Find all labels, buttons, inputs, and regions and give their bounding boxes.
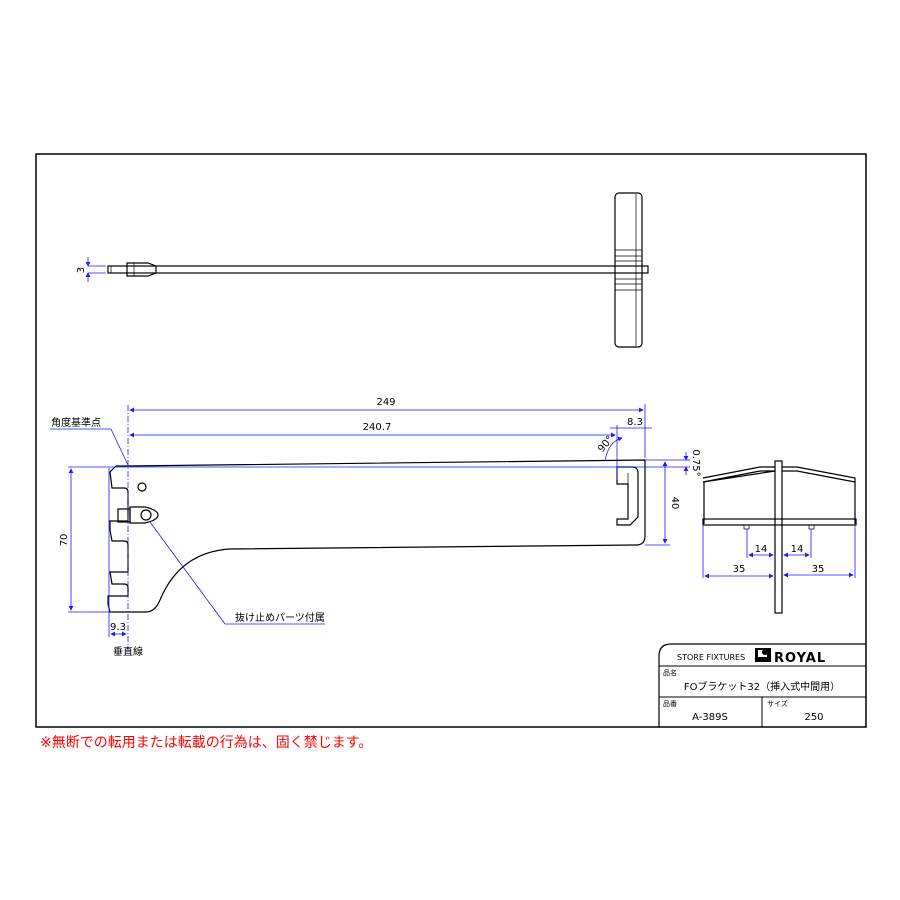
dim-hook-offset: 8.3 — [627, 417, 643, 428]
copyright-notice: ※無断での転用または転載の行為は、固く禁じます。 — [40, 735, 373, 751]
dim-end-height: 40 — [669, 497, 680, 510]
part-number-label: 品番 — [663, 700, 677, 708]
top-view: 3 — [76, 192, 649, 348]
dim-bracket-height: 70 — [59, 534, 70, 547]
front-view: 14 14 35 35 — [702, 460, 857, 614]
product-name-label: 品名 — [663, 668, 677, 677]
dim-front-outer-left: 35 — [733, 564, 746, 575]
dim-rod-thickness: 3 — [76, 267, 87, 273]
dim-total-length: 249 — [376, 397, 395, 408]
company-tagline: STORE FIXTURES — [677, 653, 745, 662]
dim-offset-from-vertical: 9.3 — [110, 622, 126, 633]
label-angle-reference-point: 角度基準点 — [51, 416, 101, 429]
royal-logo: ROYAL — [755, 648, 826, 666]
dim-front-inner-left: 14 — [755, 544, 768, 555]
dim-angle-right: 90° — [596, 434, 616, 455]
svg-text:ROYAL: ROYAL — [774, 651, 826, 666]
drawing-frame — [35, 153, 867, 728]
dim-inner-length: 240.7 — [363, 422, 392, 433]
dim-front-inner-right: 14 — [791, 544, 804, 555]
label-stopper-part: 抜け止めパーツ付属 — [235, 611, 325, 624]
dim-tilt-angle: 0.75° — [690, 449, 701, 476]
part-number: A-389S — [692, 712, 728, 723]
size-value: 250 — [804, 712, 823, 723]
dim-front-outer-right: 35 — [812, 564, 825, 575]
side-view: 249 240.7 8.3 90° 0.75° 40 70 9.3 垂直線 角 — [50, 397, 701, 658]
size-label: サイズ — [767, 699, 788, 708]
product-name: FOブラケット32（挿入式中間用） — [684, 680, 840, 693]
title-block: STORE FIXTURES ROYAL 品名 FOブラケット32（挿入式中間用… — [658, 643, 866, 727]
label-vertical-line: 垂直線 — [113, 645, 143, 658]
